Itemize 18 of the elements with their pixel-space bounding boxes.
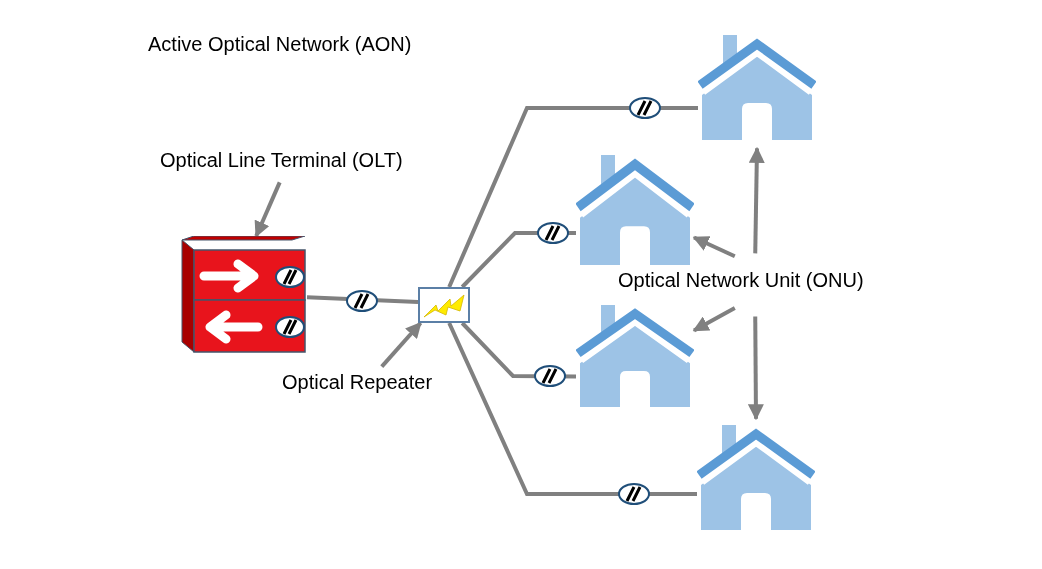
- arrow: [692, 235, 736, 258]
- callout-label: Optical Repeater: [282, 370, 434, 395]
- optical-repeater-box: [418, 287, 470, 323]
- arrow: [254, 181, 282, 238]
- house-drawing: [576, 305, 694, 407]
- house-drawing: [698, 35, 816, 140]
- arrow: [380, 321, 423, 368]
- callout-label: Optical Network Unit (ONU): [618, 268, 865, 293]
- arrow: [748, 146, 765, 254]
- house-drawing: [576, 155, 694, 265]
- fiber-line: [447, 322, 697, 496]
- arrow: [692, 306, 736, 333]
- optical-line-terminal-drawing: [180, 236, 307, 354]
- diagram-title: Active Optical Network (AON): [148, 33, 412, 56]
- arrow: [747, 316, 764, 421]
- fiber-line: [447, 106, 698, 288]
- house-drawing: [697, 425, 815, 530]
- callout-label: Optical Line Terminal (OLT): [160, 148, 404, 173]
